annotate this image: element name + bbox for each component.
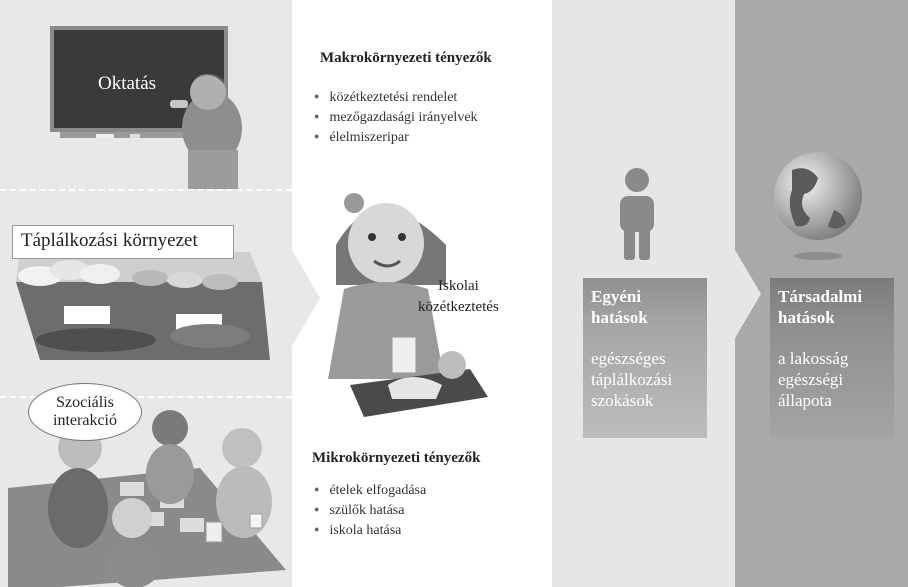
micro-item: szülők hatása <box>314 501 426 521</box>
school-label-line2: közétkeztetés <box>418 299 499 315</box>
macro-item: élelmiszeripar <box>314 128 478 148</box>
societal-title-line2: hatások <box>778 308 835 327</box>
societal-desc-line3: állapota <box>778 391 832 410</box>
divider-dashed <box>0 396 292 398</box>
macro-heading: Makrokörnyezeti tényezők <box>320 50 492 66</box>
societal-title-line1: Társadalmi <box>778 287 863 306</box>
micro-item: ételek elfogadása <box>314 481 426 501</box>
social-interaction-bubble: Szociális interakció <box>28 383 142 441</box>
school-meal-label: Iskolai közétkeztetés <box>418 276 499 318</box>
arrow-to-center <box>292 250 320 346</box>
micro-item: iskola hatása <box>314 521 426 541</box>
micro-heading: Mikrokörnyezeti tényezők <box>312 450 481 466</box>
individual-title-line1: Egyéni <box>591 287 642 306</box>
individual-effects-box: Egyéni hatások egészséges táplálkozási s… <box>583 278 707 438</box>
macro-item: közétkeztetési rendelet <box>314 88 478 108</box>
individual-desc-line2: táplálkozási <box>591 370 673 389</box>
globe-icon <box>774 152 862 260</box>
girl-with-tray-illustration <box>328 193 488 417</box>
societal-desc-line2: egészségi <box>778 370 844 389</box>
social-label-line1: Szociális <box>56 394 114 411</box>
person-icon <box>620 168 654 260</box>
societal-desc-line1: a lakosság <box>778 349 849 368</box>
micro-list: ételek elfogadása szülők hatása iskola h… <box>314 481 426 541</box>
food-environment-label: Táplálkozási környezet <box>12 225 234 259</box>
macro-item: mezőgazdasági irányelvek <box>314 108 477 128</box>
individual-desc-line1: egészséges <box>591 349 666 368</box>
social-label-line2: interakció <box>53 412 117 429</box>
social-eating-illustration <box>8 410 286 587</box>
school-label-line1: Iskolai <box>437 278 479 294</box>
individual-title-line2: hatások <box>591 308 648 327</box>
education-label: Oktatás <box>98 73 157 94</box>
classroom-illustration <box>50 26 242 189</box>
societal-description: a lakosság egészségi állapota <box>778 348 886 411</box>
macro-list: közétkeztetési rendelet mezőgazdasági ir… <box>314 88 478 148</box>
cafeteria-illustration <box>16 252 270 360</box>
societal-effects-box: Társadalmi hatások a lakosság egészségi … <box>770 278 894 438</box>
individual-description: egészséges táplálkozási szokások <box>591 348 699 411</box>
arrow-to-societal <box>735 250 761 338</box>
divider-dashed <box>0 189 292 191</box>
individual-desc-line3: szokások <box>591 391 654 410</box>
